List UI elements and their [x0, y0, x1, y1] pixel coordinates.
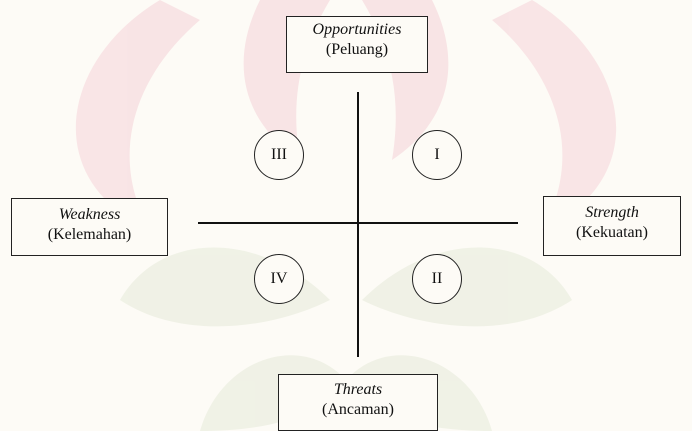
quadrant-ii-circle: II: [412, 254, 462, 304]
quadrant-iii-circle: III: [254, 130, 304, 180]
weakness-translation: (Kelemahan): [47, 226, 132, 243]
quadrant-i-circle: I: [412, 130, 462, 180]
quadrant-iv-circle: IV: [254, 254, 304, 304]
strength-translation: (Kekuatan): [576, 224, 648, 241]
threats-term: Threats: [333, 381, 383, 398]
opportunities-translation: (Peluang): [325, 41, 389, 58]
weakness-term: Weakness: [58, 206, 121, 223]
threats-box: Threats (Ancaman): [278, 374, 438, 431]
opportunities-box: Opportunities (Peluang): [286, 16, 428, 73]
strength-box: Strength (Kekuatan): [543, 196, 681, 256]
horizontal-axis: [198, 222, 518, 224]
weakness-box: Weakness (Kelemahan): [11, 198, 168, 256]
threats-translation: (Ancaman): [322, 401, 394, 418]
opportunities-term: Opportunities: [312, 21, 402, 38]
vertical-axis: [357, 92, 359, 357]
strength-term: Strength: [585, 204, 639, 221]
